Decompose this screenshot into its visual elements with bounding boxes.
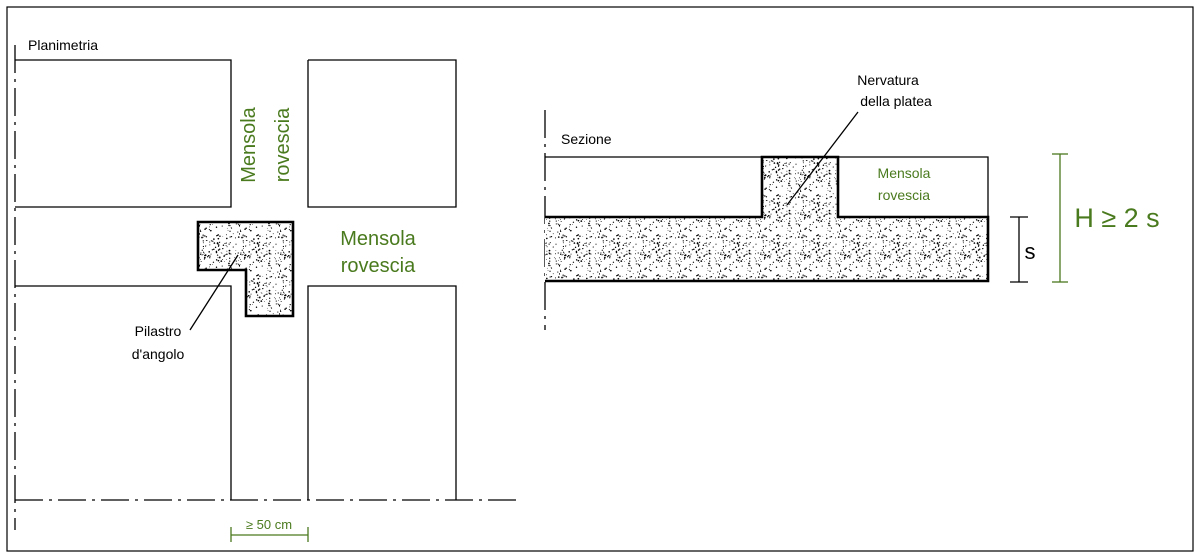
outer-frame xyxy=(6,6,1194,552)
section-mensola-outline xyxy=(838,156,989,217)
thickness-label: s xyxy=(1025,239,1036,264)
height-dimension: H ≥ 2 s xyxy=(1052,153,1160,283)
thickness-dimension: s xyxy=(1010,216,1036,283)
slab-and-rib-fill xyxy=(545,157,988,281)
mensola-vertical-label: Mensola rovescia xyxy=(238,106,294,182)
svg-text:Mensola: Mensola xyxy=(238,106,260,182)
pilastro-label-line1: Pilastro xyxy=(135,323,182,339)
pilastro-leader xyxy=(189,254,239,331)
nervatura-label-line1: Nervatura xyxy=(857,72,919,88)
plan-block-top-left xyxy=(15,59,232,208)
corner-column xyxy=(196,220,295,318)
section-mensola-line1: Mensola xyxy=(878,165,931,181)
width-dimension: ≥ 50 cm xyxy=(230,517,309,542)
plan-view: Planimetria Mensola rovescia Mensola rov… xyxy=(14,37,522,542)
width-dimension-label: ≥ 50 cm xyxy=(246,517,292,532)
mensola-horizontal-line2: rovescia xyxy=(341,255,416,277)
plan-block-bottom-right xyxy=(307,285,457,500)
svg-text:rovescia: rovescia xyxy=(272,107,294,182)
section-title: Sezione xyxy=(561,131,612,147)
plan-block-top-right xyxy=(307,59,457,208)
nervatura-leader xyxy=(786,111,859,206)
mensola-horizontal-line1: Mensola xyxy=(340,228,416,250)
nervatura-label-line2: della platea xyxy=(860,93,932,109)
height-label: H ≥ 2 s xyxy=(1074,203,1159,233)
pilastro-label-line2: d'angolo xyxy=(132,346,185,362)
plan-title: Planimetria xyxy=(28,37,98,53)
section-view: Sezione Nervatura della platea Mensola r… xyxy=(544,72,1160,330)
section-mensola-line2: rovescia xyxy=(878,187,930,203)
slab-and-rib-outline xyxy=(545,155,990,283)
plan-block-bottom-left xyxy=(15,285,232,500)
